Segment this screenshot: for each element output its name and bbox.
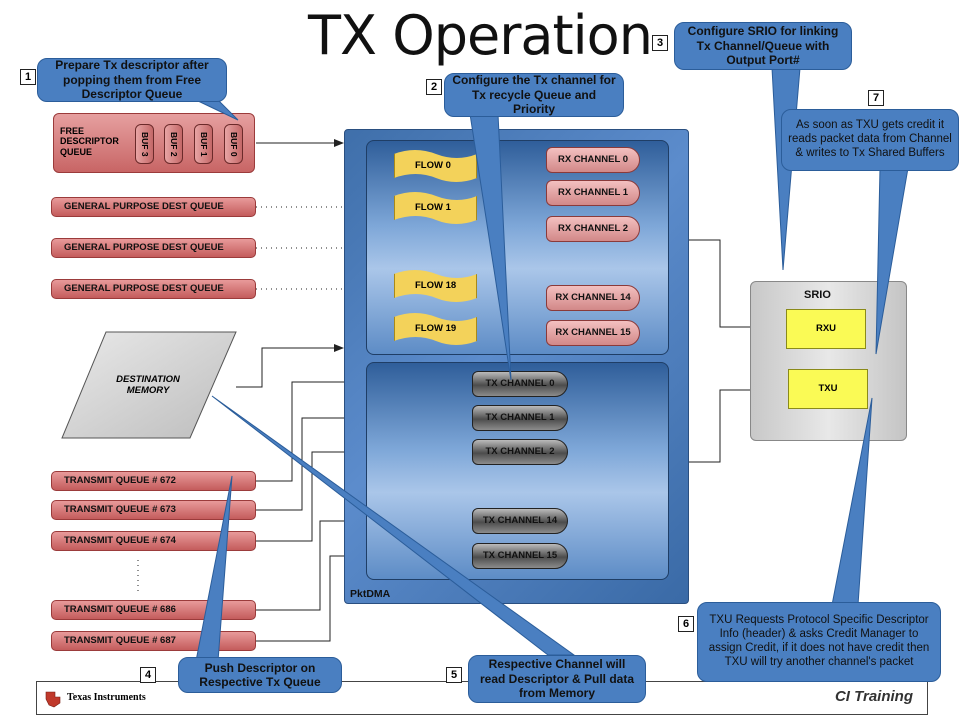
- callout-5-bubble: Respective Channel will read Descriptor …: [468, 655, 646, 703]
- callout-7-tail: [875, 167, 909, 355]
- tx-channel-15: TX CHANNEL 15: [472, 543, 568, 569]
- dest-mem-arrow: [236, 347, 336, 388]
- callout-4-bubble: Push Descriptor on Respective Tx Queue: [178, 657, 342, 693]
- step-number-2: 2: [426, 79, 442, 95]
- general-queue-3: GENERAL PURPOSE DEST QUEUE: [51, 279, 256, 299]
- srio-txu: TXU: [788, 369, 868, 409]
- transmit-queue-673: TRANSMIT QUEUE # 673: [51, 500, 256, 520]
- callout-7-bubble: As soon as TXU gets credit it reads pack…: [781, 109, 959, 171]
- step-number-1: 1: [20, 69, 36, 85]
- buf-2: BUF 2: [164, 124, 183, 164]
- callout-1-bubble: Prepare Tx descriptor after popping them…: [37, 58, 227, 102]
- free-descriptor-queue: FREE DESCRIPTOR QUEUE BUF 3 BUF 2 BUF 1 …: [53, 113, 255, 173]
- rx-channel-15: RX CHANNEL 15: [546, 320, 640, 346]
- fdq-label: FREE DESCRIPTOR QUEUE: [60, 126, 119, 157]
- buf-3: BUF 3: [135, 124, 154, 164]
- transmit-queue-672: TRANSMIT QUEUE # 672: [51, 471, 256, 491]
- callout-6-bubble: TXU Requests Protocol Specific Descripto…: [697, 602, 941, 682]
- buf-1: BUF 1: [194, 124, 213, 164]
- tx-channel-0: TX CHANNEL 0: [472, 371, 568, 397]
- page-title: TX Operation: [308, 4, 653, 67]
- step-number-7: 7: [868, 90, 884, 106]
- destination-memory-label: DESTINATION MEMORY: [116, 374, 180, 397]
- destination-memory-shape: [61, 331, 237, 439]
- tx-channel-14: TX CHANNEL 14: [472, 508, 568, 534]
- step-number-4: 4: [140, 667, 156, 683]
- footer-brand: Texas Instruments: [67, 692, 146, 703]
- tx-channel-2: TX CHANNEL 2: [472, 439, 568, 465]
- ti-logo-icon: [45, 691, 61, 708]
- callout-2-tail: [469, 113, 512, 381]
- general-queue-2: GENERAL PURPOSE DEST QUEUE: [51, 238, 256, 258]
- step-number-6: 6: [678, 616, 694, 632]
- callout-1-tail: [195, 99, 239, 121]
- step-number-3: 3: [652, 35, 668, 51]
- rx-channel-0: RX CHANNEL 0: [546, 147, 640, 173]
- rx-channel-14: RX CHANNEL 14: [546, 285, 640, 311]
- pktdma-label: PktDMA: [350, 588, 391, 600]
- step-number-5: 5: [446, 667, 462, 683]
- general-queue-1: GENERAL PURPOSE DEST QUEUE: [51, 197, 256, 217]
- callout-5-tail: [211, 395, 576, 656]
- callout-3-bubble: Configure SRIO for linking Tx Channel/Qu…: [674, 22, 852, 70]
- transmit-queue-674: TRANSMIT QUEUE # 674: [51, 531, 256, 551]
- callout-4-tail: [195, 475, 233, 662]
- rx-channel-1: RX CHANNEL 1: [546, 180, 640, 206]
- rx-channel-2: RX CHANNEL 2: [546, 216, 640, 242]
- callout-6-tail: [831, 397, 873, 606]
- srio-label: SRIO: [804, 289, 831, 301]
- srio-rxu: RXU: [786, 309, 866, 349]
- footer-training: CI Training: [834, 688, 913, 705]
- tx-channel-1: TX CHANNEL 1: [472, 405, 568, 431]
- buf-0: BUF 0: [224, 124, 243, 164]
- callout-2-bubble: Configure the Tx channel for Tx recycle …: [444, 73, 624, 117]
